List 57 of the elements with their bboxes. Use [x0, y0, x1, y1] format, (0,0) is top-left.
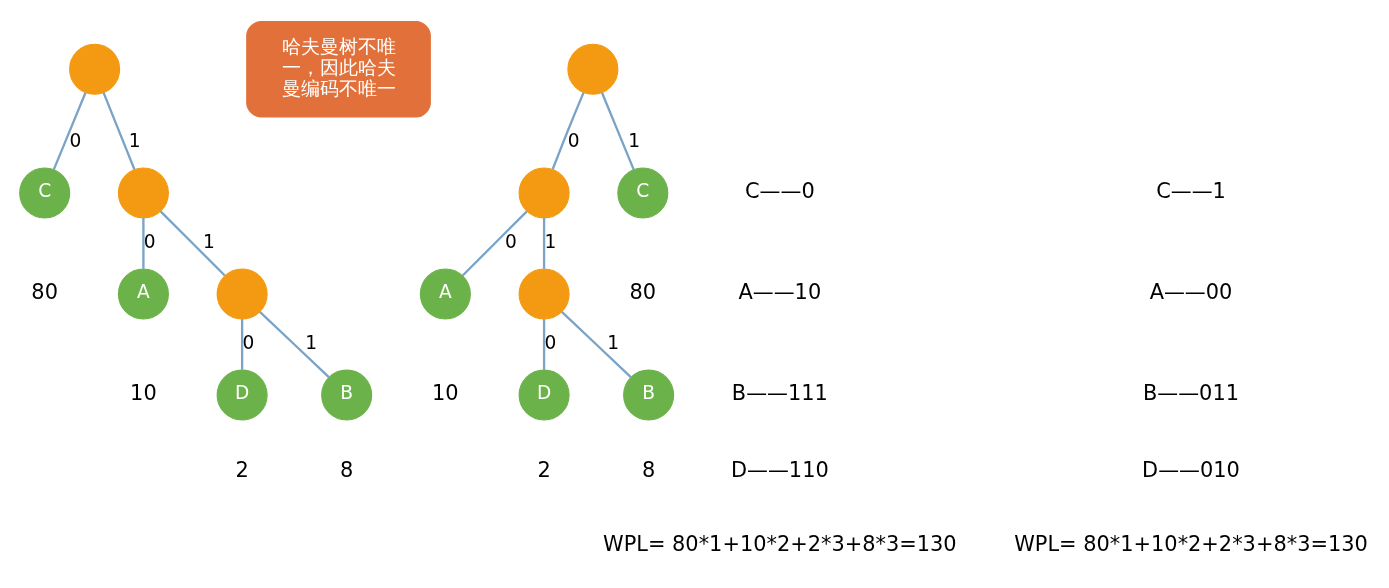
edge-label: 1 — [607, 331, 620, 353]
node-label: 8 — [641, 458, 656, 483]
node-label: 80 — [629, 280, 657, 305]
node-label: 10 — [130, 381, 157, 406]
edge-label: 0 — [544, 331, 557, 353]
label: B——111 — [731, 381, 828, 406]
edge-label: 0 — [143, 230, 156, 252]
connector — [259, 311, 330, 378]
edge-label: 0 — [505, 230, 517, 252]
edge-label: 0 — [567, 129, 580, 151]
node-label: 2 — [235, 458, 249, 483]
node-circle: B — [623, 369, 675, 421]
connector — [542, 319, 546, 370]
label: A——00 — [1149, 280, 1233, 305]
node-label: 2 — [537, 458, 551, 483]
edge-label: 1 — [203, 230, 215, 252]
node-circle — [567, 43, 619, 95]
connector — [52, 92, 87, 171]
node-circle — [518, 268, 570, 320]
node-circle — [117, 167, 169, 219]
connector — [461, 210, 528, 277]
connector — [142, 218, 145, 269]
node-circle: A — [117, 268, 169, 320]
node-label: 10 — [432, 381, 459, 406]
edge-label: 0 — [69, 129, 82, 151]
node-circle: C — [617, 167, 669, 219]
node-circle — [518, 167, 570, 219]
connector — [551, 92, 585, 170]
node-box: 哈夫曼树不唯一，因此哈夫曼编码不唯一 — [246, 21, 431, 118]
label: C——1 — [1156, 179, 1226, 204]
edge-label: 1 — [628, 129, 641, 151]
edge-label: 1 — [544, 230, 557, 252]
connector — [240, 319, 244, 370]
label: C——0 — [745, 179, 815, 204]
label: D——010 — [1142, 458, 1240, 483]
node-circle: D — [216, 369, 268, 421]
node-label: 80 — [31, 280, 58, 305]
label: WPL= 80*1+10*2+2*3+8*3=130 — [603, 531, 957, 556]
node-circle: D — [518, 369, 570, 421]
connector — [542, 218, 546, 269]
connector — [102, 92, 136, 170]
node-circle: B — [321, 369, 373, 421]
node-circle: C — [19, 167, 71, 219]
node-circle — [216, 268, 268, 320]
connector — [600, 92, 635, 171]
connector — [561, 311, 632, 378]
edge-label: 0 — [242, 331, 255, 353]
label: A——10 — [738, 280, 822, 305]
node-circle — [69, 43, 121, 95]
connector — [159, 210, 226, 277]
label: WPL= 80*1+10*2+2*3+8*3=130 — [1014, 531, 1368, 556]
label: B——011 — [1143, 381, 1240, 406]
node-label: 8 — [340, 458, 354, 483]
node-circle: A — [419, 268, 471, 320]
label: D——110 — [730, 458, 829, 483]
edge-label: 1 — [305, 331, 318, 353]
edge-label: 1 — [128, 129, 141, 151]
